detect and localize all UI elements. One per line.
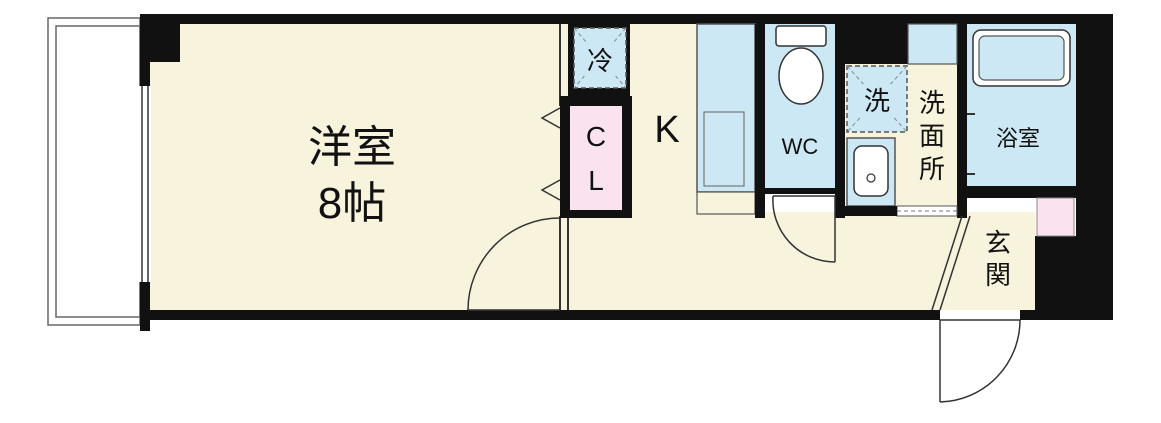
entrance-label-1: 玄 [985,228,1011,258]
toilet-fixture [765,24,835,188]
washbasin [846,137,896,207]
balcony [47,17,141,326]
washroom-label-1: 洗 [919,88,945,118]
kitchen-counter [696,23,756,215]
fridge-space [568,24,630,96]
wc-door [772,195,836,263]
window [139,86,151,282]
western-room-size: 8帖 [318,179,386,228]
washer-label: 洗 [864,86,890,116]
closet-label-l: L [588,165,604,196]
front-door [939,319,1021,403]
entrance-area [931,197,1075,311]
western-room-door [467,217,561,311]
entrance-label-2: 関 [985,260,1011,290]
washroom-upper-space [907,23,958,65]
washer-space [846,65,908,133]
wc-label: WC [782,134,819,159]
exterior-walls [140,14,1113,331]
wc-walls [755,24,845,218]
western-room-floor [150,24,560,310]
washroom-sliding-door [896,205,958,217]
washroom-label-2: 面 [919,121,945,151]
bathroom-label: 浴室 [996,126,1040,151]
bathroom [967,24,1076,198]
washroom-bottom-wall [845,206,897,216]
entrance-floor [945,212,1035,310]
fridge-label: 冷 [587,46,613,76]
washroom-label-3: 所 [919,154,945,184]
closet-label-c: C [586,121,606,152]
kitchen-label: K [654,109,679,151]
western-room-name: 洋室 [308,123,396,172]
closet [540,96,632,218]
